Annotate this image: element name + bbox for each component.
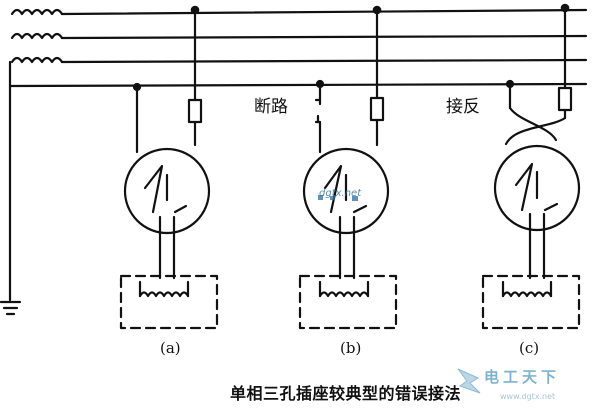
caption-b: (b) [340,339,362,357]
break-note: 断路 [254,97,288,117]
center-watermark-text: dgtx.net [319,188,362,199]
supply-line-2 [60,34,588,40]
figure-caption: 单相三孔插座较典型的错误接法 [230,384,462,403]
watermark-logo [457,368,481,394]
ground-symbol [0,300,22,316]
supply-line-3 [60,58,588,64]
neutral-line [8,82,588,88]
reverse-note: 接反 [446,97,480,117]
watermark-url: www.dgtx.net [500,392,556,401]
line-3-coil [10,56,64,64]
crossed-wire-2 [504,116,567,146]
caption-a: (a) [160,339,181,357]
line-2-coil [10,32,64,40]
supply-line-1 [60,8,588,16]
caption-c: (c) [519,339,540,357]
socket-c [481,6,581,330]
center-watermark-mark [318,195,358,201]
watermark: 电工天下 [484,366,560,387]
crossed-wire-1 [508,106,558,142]
socket-a [119,8,219,330]
watermark-text: 电工天下 [484,368,561,386]
line-1-coil [10,8,64,16]
socket-b [298,8,398,330]
